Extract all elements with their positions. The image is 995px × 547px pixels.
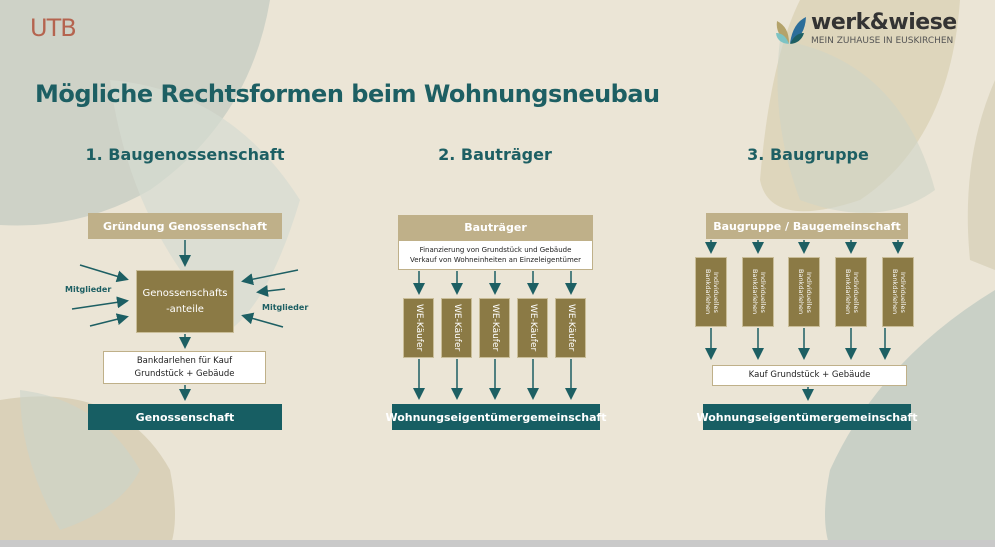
buyer-box: WE-Käufer xyxy=(517,298,548,358)
page-title: Mögliche Rechtsformen beim Wohnungsneuba… xyxy=(35,80,660,108)
buyer-box: WE-Käufer xyxy=(403,298,434,358)
individual-loan-box: Individuelles Bankdarlehen xyxy=(695,257,727,327)
leaf-logo-icon xyxy=(776,17,806,44)
owners-association-box-2: Wohnungseigentümergemeinschaft xyxy=(696,404,918,430)
developer-description-box: Finanzierung von Grundstück und Gebäude … xyxy=(398,240,593,270)
buyer-box: WE-Käufer xyxy=(555,298,586,358)
heading-baugenossenschaft: 1. Baugenossenschaft xyxy=(85,145,285,164)
individual-loan-box: Individuelles Bankdarlehen xyxy=(882,257,914,327)
members-label-right: Mitglieder xyxy=(262,303,309,312)
utb-logo: UTB xyxy=(30,14,77,42)
individual-loan-box: Individuelles Bankdarlehen xyxy=(835,257,867,327)
heading-baugruppe: 3. Baugruppe xyxy=(747,145,869,164)
desc-line-1: Finanzierung von Grundstück und Gebäude xyxy=(419,245,572,254)
cooperative-shares-box: Genossenschafts -anteile xyxy=(136,270,234,333)
founding-cooperative-box: Gründung Genossenschaft xyxy=(88,213,282,239)
buyer-box: WE-Käufer xyxy=(479,298,510,358)
desc-line-2: Verkauf von Wohneinheiten an Einzeleigen… xyxy=(410,256,581,264)
logo-name: werk&wiese xyxy=(811,10,957,35)
owners-association-box: Wohnungseigentümergemeinschaft xyxy=(385,404,607,430)
building-group-header-box: Baugruppe / Baugemeinschaft xyxy=(706,213,908,239)
members-label-left: Mitglieder xyxy=(65,285,112,294)
purchase-box: Kauf Grundstück + Gebäude xyxy=(712,365,907,386)
buyer-box: WE-Käufer xyxy=(441,298,472,358)
individual-loan-box: Individuelles Bankdarlehen xyxy=(788,257,820,327)
heading-bautraeger: 2. Bauträger xyxy=(438,145,552,164)
logo-tagline: MEIN ZUHAUSE IN EUSKIRCHEN xyxy=(811,36,954,46)
cooperative-result-box: Genossenschaft xyxy=(88,404,282,430)
bank-loan-box: Bankdarlehen für Kauf Grundstück + Gebäu… xyxy=(103,351,266,384)
loan-line-1: Bankdarlehen für Kauf xyxy=(136,356,233,367)
loan-line-2: Grundstück + Gebäude xyxy=(134,368,235,379)
developer-header-box: Bauträger xyxy=(398,215,593,240)
individual-loan-box: Individuelles Bankdarlehen xyxy=(742,257,774,327)
